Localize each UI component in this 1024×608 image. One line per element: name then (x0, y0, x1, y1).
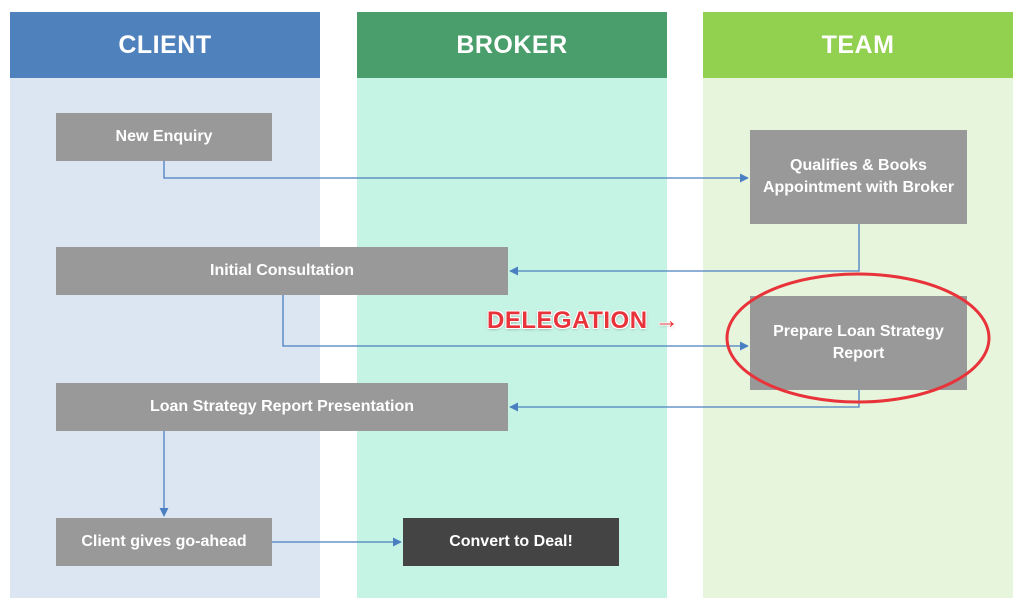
arrow-prepare-to-presentation (509, 390, 860, 412)
step-qualifies-books-appointment: Qualifies & Books Appointment with Broke… (750, 130, 967, 224)
broker-lane-header: BROKER (357, 12, 667, 78)
arrow-consultation-to-prepare (282, 295, 749, 351)
arrow-qualifies-to-consultation (509, 224, 860, 276)
step-initial-consultation: Initial Consultation (56, 247, 508, 295)
arrow-enquiry-to-qualifies (163, 161, 749, 183)
step-prepare-loan-strategy-report: Prepare Loan Strategy Report (750, 296, 967, 390)
delegation-callout: DELEGATION → (487, 307, 679, 335)
step-new-enquiry: New Enquiry (56, 113, 272, 161)
step-loan-strategy-report-presentation: Loan Strategy Report Presentation (56, 383, 508, 431)
broker-lane: BROKER (357, 12, 667, 598)
delegation-label: DELEGATION (487, 307, 648, 334)
client-lane-header: CLIENT (10, 12, 320, 78)
right-arrow-icon: → (654, 307, 680, 334)
step-convert-to-deal: Convert to Deal! (403, 518, 619, 566)
step-client-gives-go-ahead: Client gives go-ahead (56, 518, 272, 566)
team-lane-header: TEAM (703, 12, 1013, 78)
broker-lane-body (357, 78, 667, 598)
